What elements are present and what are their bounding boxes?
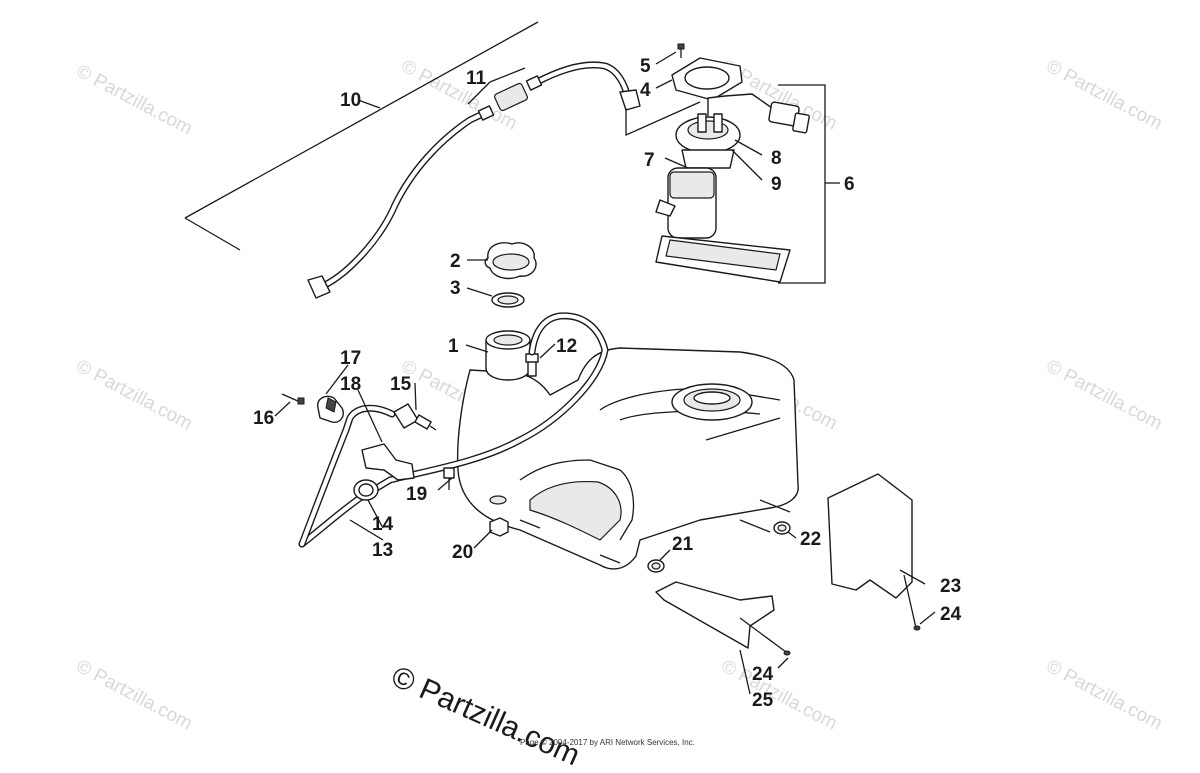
callout-6: 6: [844, 174, 855, 195]
callout-labels: 1 2 3 4 5 6 7 8 9 10 11 12 13 14 15 16 1…: [253, 56, 962, 711]
watermark: © Partzilla.com: [1043, 656, 1166, 735]
fuel-pump-bracket: [625, 84, 840, 284]
callout-16: 16: [253, 408, 274, 429]
callout-10: 10: [340, 90, 361, 111]
callout-21: 21: [672, 534, 694, 555]
callout-12: 12: [556, 336, 577, 357]
callout-17: 17: [340, 348, 361, 369]
watermark: © Partzilla.com: [73, 61, 196, 140]
callout-9: 9: [771, 174, 782, 195]
callout-25: 25: [752, 690, 774, 711]
callout-22: 22: [800, 529, 821, 550]
pump-screw: [677, 43, 685, 58]
callout-3: 3: [450, 278, 461, 299]
inline-fuel-filter: [467, 67, 543, 121]
callout-2: 2: [450, 251, 461, 272]
watermark: © Partzilla.com: [73, 656, 196, 735]
vent-valve: [393, 403, 437, 431]
callout-19: 19: [406, 484, 427, 505]
callout-24: 24: [752, 664, 774, 685]
fuel-pump: [655, 93, 810, 283]
copyright-text: Page © 2004-2017 by ARI Network Services…: [520, 738, 695, 747]
watermark: © Partzilla.com: [1043, 356, 1166, 435]
watermark: © Partzilla.com: [73, 356, 196, 435]
heat-shield-lower: [655, 581, 791, 656]
callout-24: 24: [940, 604, 962, 625]
callout-23: 23: [940, 576, 961, 597]
callout-15: 15: [390, 374, 412, 395]
clamp-screw: [281, 393, 305, 405]
filler-neck-seal: [491, 292, 525, 308]
callout-14: 14: [372, 514, 394, 535]
callout-4: 4: [640, 80, 651, 101]
callout-18: 18: [340, 374, 361, 395]
callout-7: 7: [644, 150, 655, 171]
watermark: © Partzilla.com: [1043, 56, 1166, 135]
hose-assembly-bracket: [184, 21, 539, 251]
callout-11: 11: [466, 68, 487, 89]
fuel-hose: [307, 61, 641, 299]
pump-gasket: [671, 57, 743, 101]
heat-shield-rear: [827, 473, 921, 631]
callout-13: 13: [372, 540, 393, 561]
grommet-right: [773, 521, 791, 535]
grommet-left: [647, 559, 665, 573]
hose-clip: [353, 479, 379, 501]
hose-clamp: [317, 395, 344, 423]
callout-8: 8: [771, 148, 782, 169]
fuel-tank: [456, 330, 799, 570]
callout-20: 20: [452, 542, 473, 563]
mounting-bracket: [361, 443, 415, 481]
callout-leaders: [274, 51, 936, 695]
push-rivet: [443, 467, 455, 490]
fuel-cap: [484, 242, 537, 280]
fuel-system-exploded-diagram: © Partzilla.com © Partzilla.com © Partzi…: [73, 21, 1166, 735]
callout-5: 5: [640, 56, 651, 77]
callout-1: 1: [448, 336, 459, 357]
